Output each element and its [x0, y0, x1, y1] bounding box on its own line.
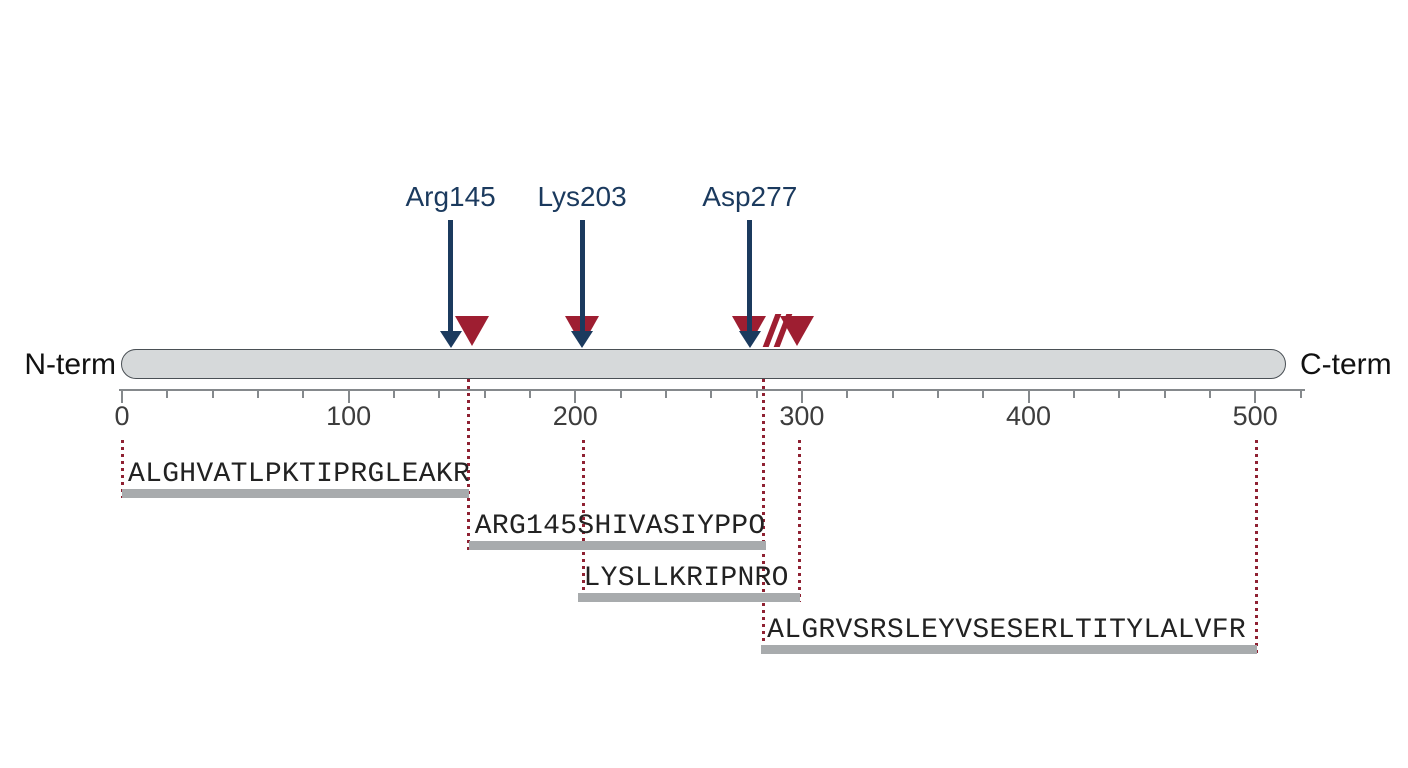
ruler-major-tick	[347, 391, 350, 403]
c-term-label: C-term	[1300, 348, 1392, 381]
ruler-minor-tick	[392, 391, 395, 398]
ruler-axis-line	[119, 389, 1305, 391]
peptide-sequence: ARG145SHIVASIYPPO	[474, 511, 766, 542]
peptide-underline	[761, 645, 1258, 654]
ruler-minor-tick	[1163, 391, 1166, 398]
ruler-minor-tick	[846, 391, 849, 398]
ruler-minor-tick	[483, 391, 486, 398]
leader-dotted-line	[761, 379, 765, 654]
leader-dotted-line	[1254, 440, 1258, 654]
ruler-minor-tick	[166, 391, 169, 398]
mutation-arrow-icon	[448, 220, 454, 331]
ruler-tick-label: 100	[326, 401, 372, 431]
peptide-underline	[577, 593, 800, 602]
ruler-minor-tick	[1299, 391, 1302, 398]
ruler-minor-tick	[664, 391, 667, 398]
mutation-arrow-icon	[747, 220, 753, 331]
ruler-minor-tick	[1118, 391, 1121, 398]
mutation-arrowhead-icon	[738, 331, 761, 348]
n-term-label: N-term	[24, 348, 116, 381]
mutation-label: Arg145	[405, 181, 496, 212]
ruler-minor-tick	[1208, 391, 1211, 398]
ruler-minor-tick	[891, 391, 894, 398]
protein-backbone-bar	[121, 349, 1286, 379]
leader-dotted-line	[120, 440, 124, 498]
ruler-minor-tick	[619, 391, 622, 398]
ruler-major-tick	[121, 391, 123, 403]
ruler-major-tick	[574, 391, 577, 403]
mutation-label: Lys203	[537, 181, 627, 212]
ruler-tick-label: 0	[114, 401, 130, 431]
peptide-sequence: LYSLLKRIPNRO	[583, 563, 789, 594]
ruler-major-tick	[1254, 391, 1257, 403]
ruler-tick-label: 400	[1006, 401, 1052, 431]
mutation-arrowhead-icon	[571, 331, 594, 348]
ruler-minor-tick	[211, 391, 214, 398]
peptide-underline	[122, 489, 469, 498]
leader-dotted-line	[798, 440, 802, 602]
ruler-minor-tick	[710, 391, 713, 398]
ruler-minor-tick	[256, 391, 259, 398]
ruler-tick-label: 500	[1232, 401, 1278, 431]
mutation-arrowhead-icon	[439, 331, 462, 348]
ruler-minor-tick	[1072, 391, 1075, 398]
mutation-arrow-icon	[579, 220, 585, 331]
ruler-tick-label: 300	[779, 401, 825, 431]
peptide-sequence: ALGHVATLPKTIPRGLEAKR	[128, 459, 471, 490]
peptide-sequence: ALGRVSRSLEYVSESERLTITYLALVFR	[767, 615, 1246, 646]
ruler-major-tick	[800, 391, 803, 403]
ruler-minor-tick	[302, 391, 305, 398]
ruler-minor-tick	[936, 391, 939, 398]
leader-dotted-line	[581, 440, 585, 602]
mutation-label: Asp277	[702, 181, 798, 212]
ruler-minor-tick	[755, 391, 758, 398]
ruler-major-tick	[1027, 391, 1030, 403]
leader-dotted-line	[467, 379, 471, 550]
ruler-tick-label: 200	[552, 401, 598, 431]
ruler-minor-tick	[528, 391, 531, 398]
ruler-minor-tick	[982, 391, 985, 398]
ruler-minor-tick	[438, 391, 441, 398]
peptide-underline	[468, 541, 766, 550]
